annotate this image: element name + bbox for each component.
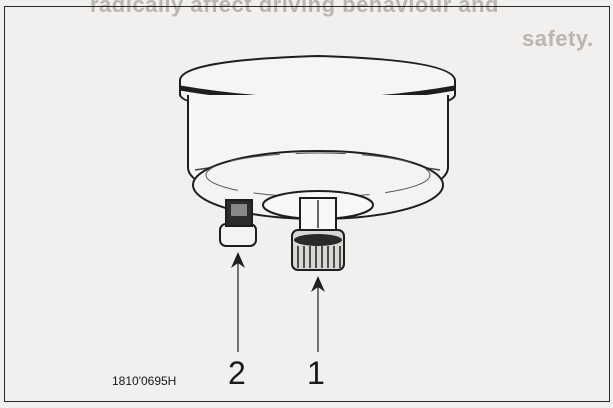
bleed-line-2: safety. <box>522 26 594 51</box>
bleed-through-text: radically affect driving behaviour and s… <box>90 0 594 56</box>
bleed-line-1: radically affect driving behaviour and <box>90 0 499 17</box>
figure-code: 1810'0695H <box>112 374 177 388</box>
callout-label-1: 1 <box>307 355 325 391</box>
connector-2 <box>219 223 257 247</box>
figure-frame <box>4 6 610 402</box>
callout-label-2: 2 <box>228 355 246 391</box>
